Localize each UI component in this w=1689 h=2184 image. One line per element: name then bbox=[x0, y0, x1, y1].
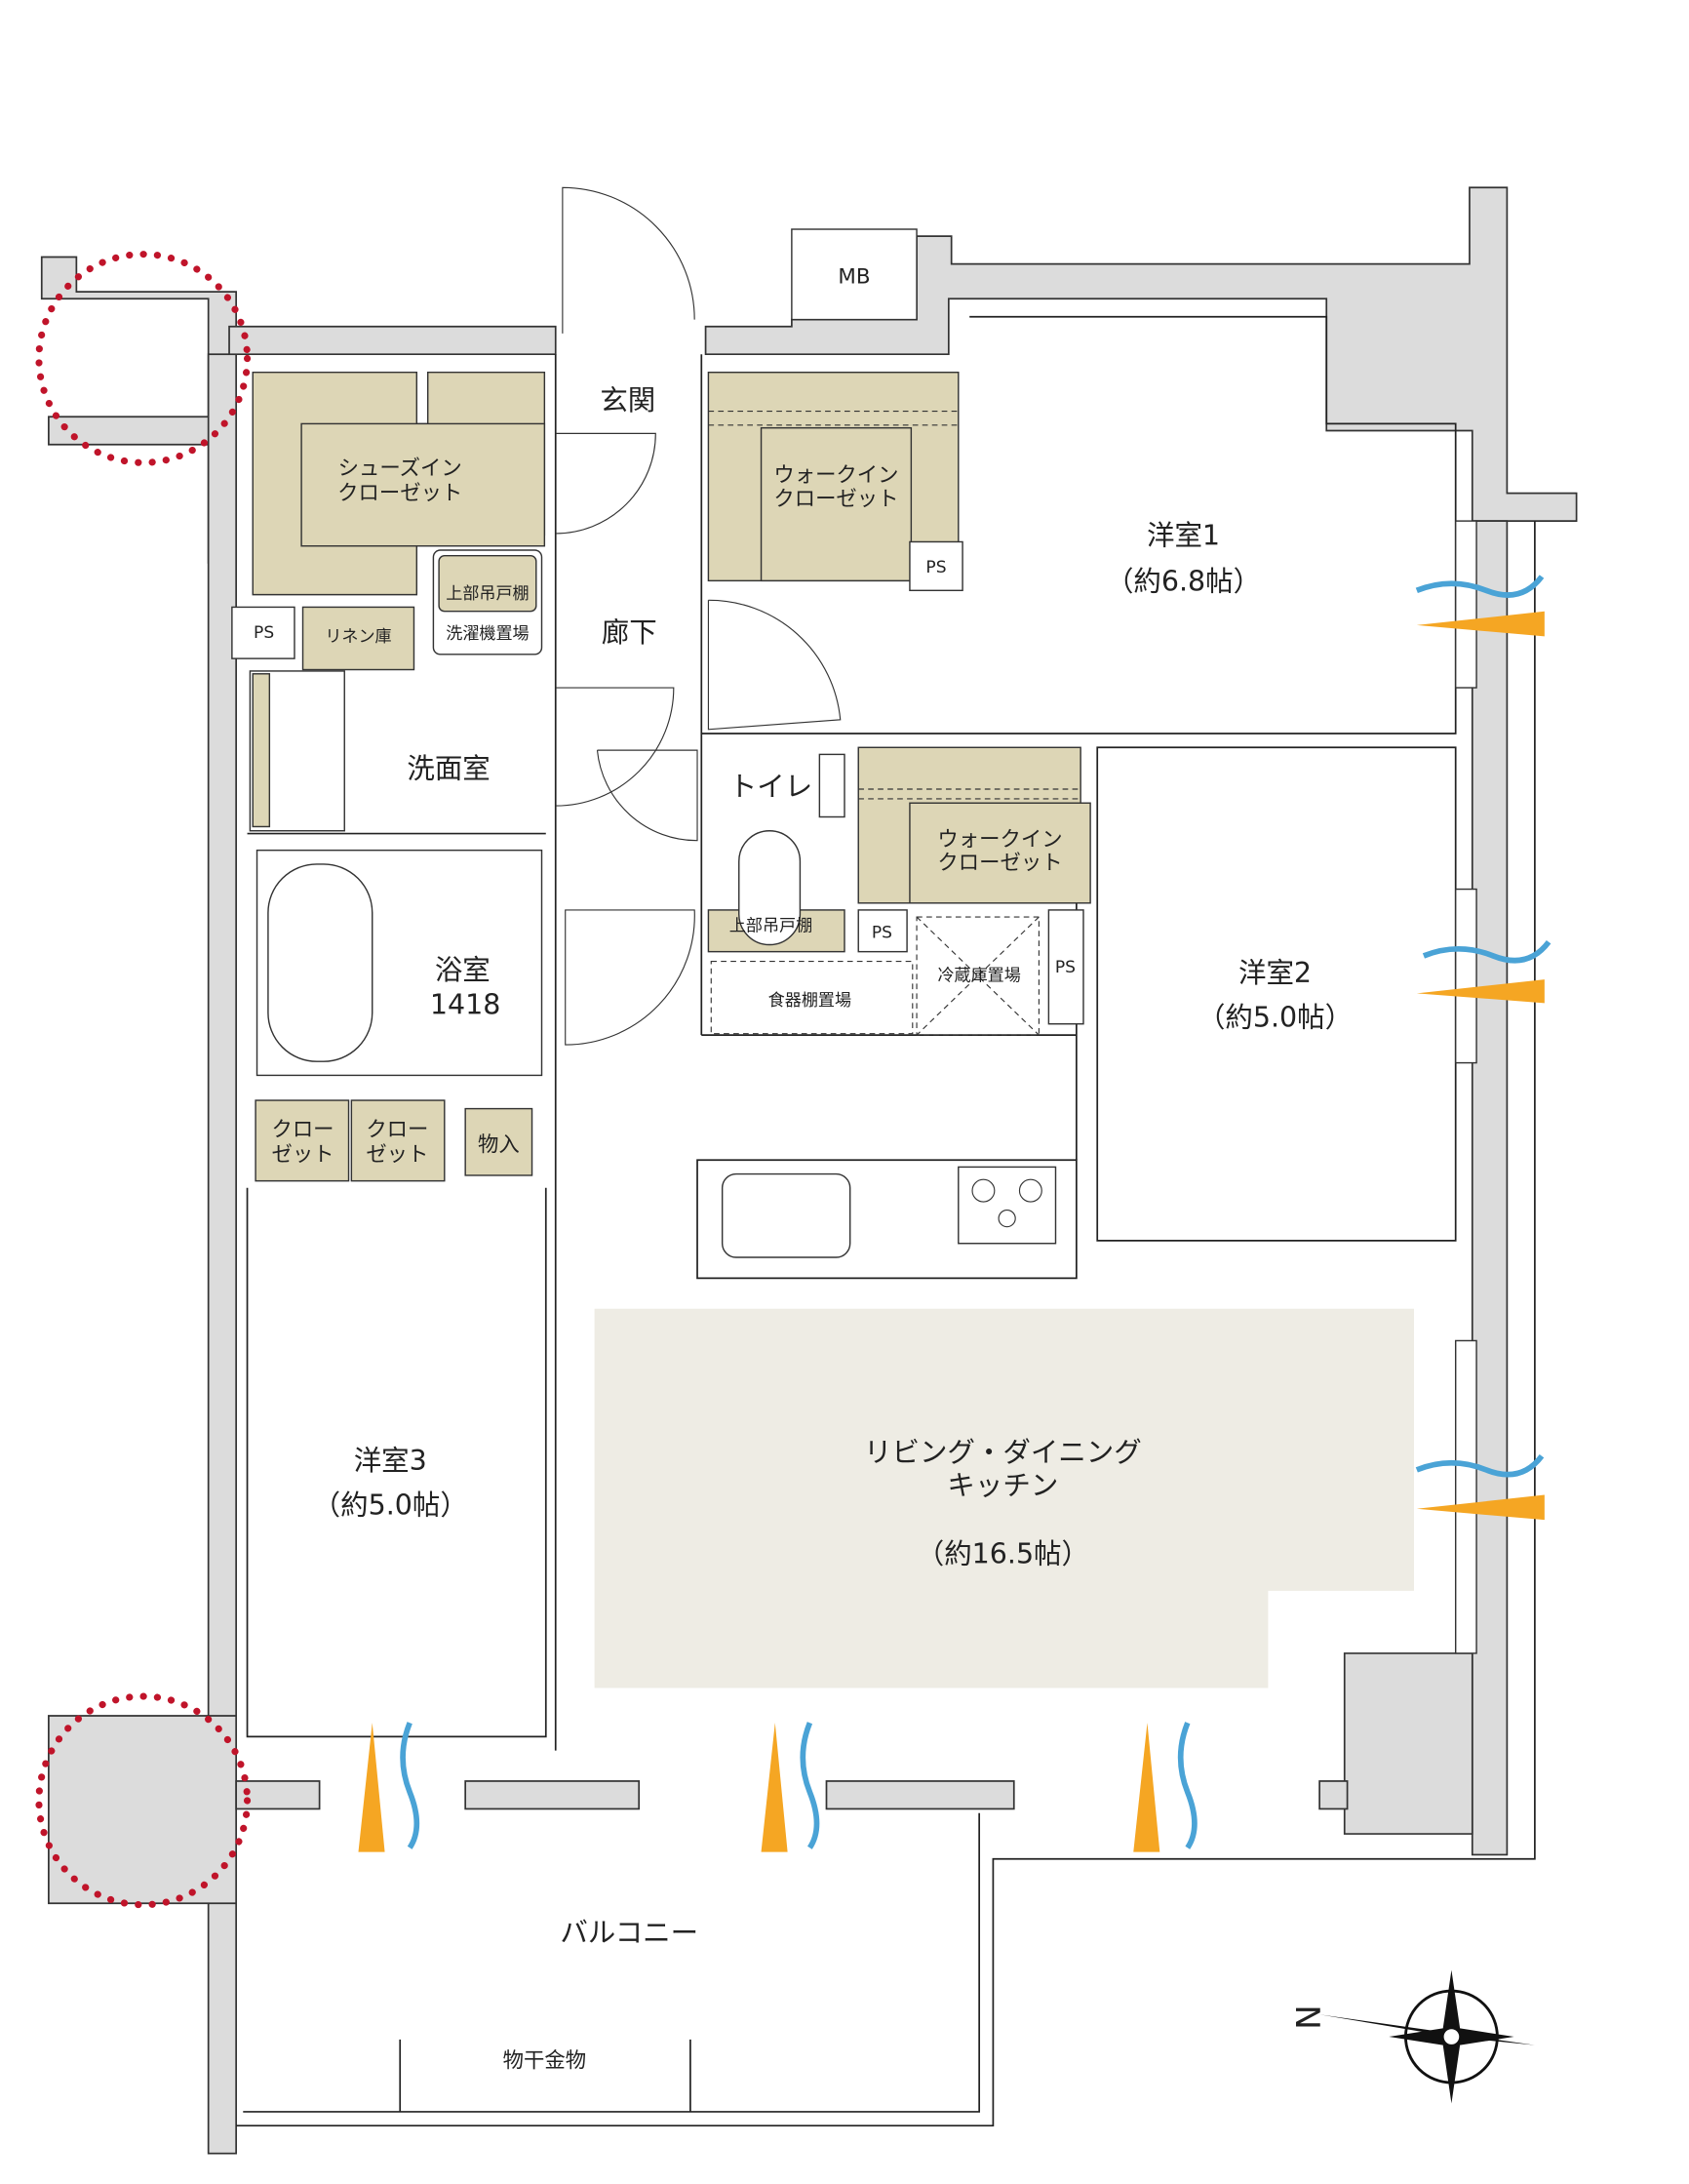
ldk-label: リビング・ダイニング bbox=[864, 1436, 1142, 1468]
bedroom3-size: （約5.0帖） bbox=[313, 1489, 468, 1521]
ps-label: PS bbox=[925, 558, 946, 577]
closet-label-2: ゼット bbox=[366, 1143, 428, 1168]
bathtub bbox=[267, 863, 373, 1062]
compass: N bbox=[1287, 1969, 1535, 2104]
bathroom-size: 1418 bbox=[430, 989, 500, 1021]
closet-label: クロー bbox=[366, 1118, 428, 1142]
hallway-label: 廊下 bbox=[602, 616, 657, 649]
washroom-door[interactable] bbox=[555, 687, 675, 807]
toilet-label: トイレ bbox=[729, 771, 812, 803]
ldk-size: （約16.5帖） bbox=[917, 1537, 1089, 1569]
shoe-closet: シューズイン クローゼット bbox=[252, 372, 546, 596]
shoe-closet-label-2: クローゼット bbox=[337, 482, 462, 506]
ps-box bbox=[909, 540, 963, 592]
ps-label: PS bbox=[872, 923, 892, 942]
ps-label: PS bbox=[1055, 958, 1076, 977]
storage-label: 物入 bbox=[478, 1133, 520, 1158]
pillar-marker-top bbox=[35, 251, 252, 466]
ldk-label-2: キッチン bbox=[947, 1470, 1058, 1502]
upper-shelf-label: 上部吊戸棚 bbox=[446, 584, 529, 604]
bedroom2-label: 洋室2 bbox=[1238, 957, 1312, 989]
airflow-icons bbox=[358, 520, 1552, 1852]
cupboard-space bbox=[710, 961, 914, 1035]
ldk-door[interactable] bbox=[565, 909, 695, 1046]
bedroom1-door[interactable] bbox=[707, 599, 842, 731]
ps-box-kitchen bbox=[857, 909, 908, 953]
cupboard-label: 食器棚置場 bbox=[768, 991, 851, 1011]
front-door[interactable] bbox=[562, 186, 695, 334]
shoe-closet-label: シューズイン bbox=[338, 457, 462, 481]
walls: MB bbox=[40, 186, 1578, 2155]
bathroom-label: 浴室 bbox=[435, 954, 491, 986]
bedroom2-size: （約5.0帖） bbox=[1198, 1002, 1353, 1034]
ps-box-2 bbox=[1047, 909, 1084, 1025]
toilet-door[interactable] bbox=[596, 749, 698, 842]
balcony-label: バルコニー bbox=[560, 1917, 698, 1949]
kitchen-sink bbox=[721, 1172, 851, 1258]
wic2-label: ウォークイン bbox=[937, 827, 1062, 852]
ps-box-washroom bbox=[231, 606, 295, 659]
fridge-space bbox=[916, 916, 1040, 1036]
bedroom1-label: 洋室1 bbox=[1147, 519, 1220, 551]
closet-left bbox=[255, 1099, 350, 1182]
washroom-label: 洗面室 bbox=[407, 753, 490, 785]
pillar-marker-bottom bbox=[35, 1692, 252, 1909]
ps-label: PS bbox=[254, 623, 274, 643]
shoe-closet-door[interactable] bbox=[555, 432, 656, 535]
mb-box bbox=[791, 228, 918, 321]
toilet-bowl bbox=[738, 830, 802, 946]
wic1-label-2: クローゼット bbox=[773, 487, 898, 511]
toilet-shelf-label: 上部吊戸棚 bbox=[729, 916, 812, 935]
mb-label: MB bbox=[838, 265, 870, 290]
wic1-label: ウォークイン bbox=[773, 463, 898, 488]
entrance-label: 玄関 bbox=[600, 384, 655, 417]
storage-closet bbox=[464, 1107, 533, 1176]
north-label: N bbox=[1287, 2005, 1326, 2030]
bedroom3-label: 洋室3 bbox=[354, 1445, 427, 1477]
closet-right bbox=[350, 1099, 446, 1182]
linen-label: リネン庫 bbox=[325, 627, 391, 647]
toilet-controller bbox=[818, 753, 845, 818]
wic2-label-2: クローゼット bbox=[937, 852, 1062, 876]
walk-in-closet-1: ウォークイン クローゼット PS bbox=[707, 372, 963, 592]
gas-stove bbox=[958, 1166, 1057, 1245]
laundry-rack-label: 物干金物 bbox=[503, 2048, 586, 2073]
linen-closet bbox=[301, 606, 415, 671]
closet-label: クロー bbox=[271, 1118, 334, 1142]
washer-label: 洗濯機置場 bbox=[446, 624, 529, 644]
walk-in-closet-2: ウォークイン クローゼット bbox=[857, 746, 1091, 904]
closet-label-2: ゼット bbox=[271, 1143, 334, 1168]
bedroom1-size: （約6.8帖） bbox=[1106, 565, 1261, 597]
ldk-floor bbox=[594, 1308, 1414, 1688]
fridge-label: 冷蔵庫置場 bbox=[937, 967, 1020, 986]
